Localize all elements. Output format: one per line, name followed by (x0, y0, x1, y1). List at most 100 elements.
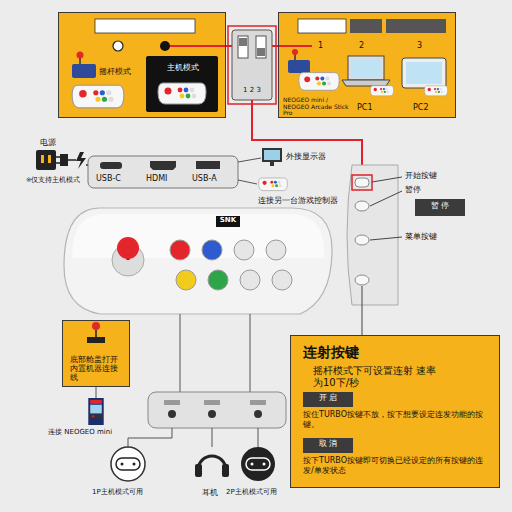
port-hole (168, 410, 176, 418)
controller-glyph (116, 458, 140, 470)
port-strip: USB-C HDMI USB-A (88, 156, 238, 188)
stick-icon (92, 322, 100, 330)
panel-fill (58, 12, 226, 118)
stick-icon (95, 330, 97, 337)
button-label: 菜单按键 (405, 232, 437, 242)
hdmi-port (150, 161, 176, 170)
tablet-icon (402, 58, 446, 88)
cable (68, 159, 76, 161)
enable-bar: 开 启 (303, 392, 353, 407)
leader-line (212, 428, 213, 447)
node-text: PC1 (357, 103, 387, 113)
blank-bar (386, 19, 446, 33)
mode-panel: 摇杆模式主机模式 (58, 12, 226, 118)
monitor-stand (270, 162, 274, 166)
plug-prong (56, 156, 60, 158)
button (272, 270, 292, 290)
node-text: 开 启 (303, 393, 353, 403)
node-text: 按下TURBO按键即可切换已经设定的所有按键的连发/单发状态 (303, 456, 491, 475)
switch-highlight (228, 26, 276, 104)
button (240, 270, 260, 290)
1p-icon (111, 447, 145, 481)
port-label: 1P主机模式可用 (92, 488, 143, 496)
port-select-panel: 123NEOGEO mini / NEOGEO Arcade Stick Pro… (278, 12, 456, 118)
port-label: 2P主机模式可用 (226, 488, 277, 496)
leader-line (250, 314, 251, 392)
power-socket (36, 150, 56, 170)
plug-prong (56, 162, 60, 164)
node-text: 2 (359, 41, 369, 51)
red-wire (252, 100, 362, 175)
hatch-note-box: 底部舱盖打开 内置机器连接线 (62, 320, 130, 387)
cancel-bar: 取 消 (303, 438, 353, 453)
monitor-label: 外接显示器 (286, 152, 326, 162)
leader-line (362, 286, 363, 335)
node-text: 按住TURBO按键不放，按下想要设定连发功能的按键。 (303, 410, 491, 429)
power-label: 电源 (40, 138, 56, 148)
side-zoom (347, 165, 398, 305)
port-hole (208, 410, 216, 418)
pc-base (342, 80, 390, 86)
node-text: 摇杆模式下可设置连射 速率为10下/秒 (313, 365, 441, 389)
node-text: 1 (318, 41, 328, 51)
panel-fill (290, 335, 500, 488)
start-highlight (352, 175, 372, 190)
button (202, 240, 222, 260)
node-text: USB-C (96, 174, 140, 184)
slider-knob (239, 38, 247, 46)
slider (238, 36, 248, 58)
arcade-stick-icon (288, 60, 310, 73)
node-text: 暂 停 (415, 201, 465, 211)
slider-knob (257, 48, 265, 56)
controller-glyph (263, 463, 266, 466)
red-wire (170, 45, 226, 47)
controller-glyph (133, 463, 136, 466)
socket-slot (41, 155, 44, 163)
pause-button (355, 201, 369, 211)
headphone-icon (198, 456, 226, 470)
usb-c-port (100, 162, 122, 169)
port-mark (164, 400, 180, 405)
controller-glyph (121, 463, 124, 466)
port-mark (204, 400, 220, 405)
pause-box: 暂 停 (415, 199, 465, 216)
pc-screen (351, 59, 381, 77)
controller-label: 连接另一台游戏控制器 (258, 196, 338, 205)
arcade-stick-icon (72, 64, 96, 78)
node-text: PC2 (413, 103, 443, 113)
port-label: 耳机 (202, 488, 218, 497)
note: ※仅支持主机模式 (26, 177, 80, 185)
switch: 1 2 3 (232, 30, 272, 100)
button-label: 暂停 (405, 185, 421, 195)
leader-line (370, 191, 402, 206)
node-text: 摇杆模式 (99, 67, 143, 77)
button (176, 270, 196, 290)
usb-a-port (196, 161, 220, 169)
node-text: USB-A (192, 174, 232, 184)
leader-line (258, 428, 259, 447)
logo-box (216, 216, 240, 227)
node-text: 1 2 3 (234, 86, 270, 94)
node-text: HDMI (146, 174, 186, 184)
tablet-screen (406, 62, 442, 84)
red-wire (278, 45, 312, 47)
leader-line (372, 177, 402, 182)
neogeo-mini-icon (88, 398, 103, 425)
controller-icon (72, 85, 124, 108)
cable (238, 158, 261, 162)
switch-body (232, 30, 272, 100)
leader-line (96, 387, 97, 398)
plug (60, 154, 68, 166)
headphone-icon (195, 464, 202, 477)
2p-icon (241, 447, 275, 481)
logo-text: SNK (216, 216, 240, 225)
controller-glyph (246, 458, 270, 470)
stick-icon (87, 337, 105, 343)
node-text: 底部舱盖打开 内置机器连接线 (70, 355, 124, 382)
button (208, 270, 228, 290)
button (266, 240, 286, 260)
arcade-stick-icon (77, 52, 84, 59)
leader-line (370, 237, 402, 240)
lightning-icon (76, 152, 86, 169)
